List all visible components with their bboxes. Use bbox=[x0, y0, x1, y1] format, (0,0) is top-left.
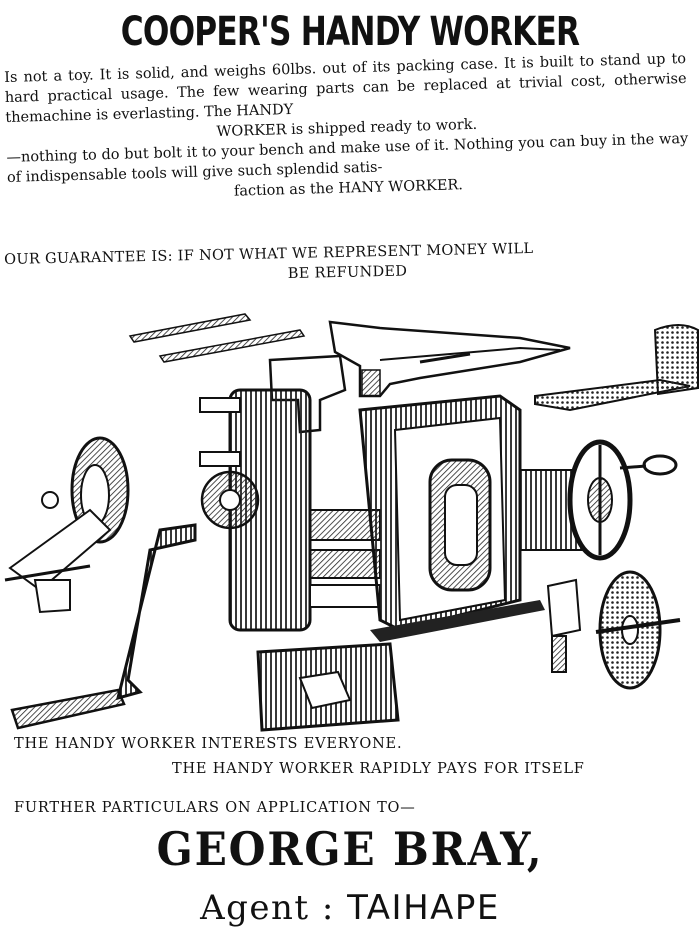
headline: COOPER'S HANDY WORKER bbox=[120, 9, 580, 55]
grinding-attachment bbox=[4, 436, 130, 614]
description-text: Is not a toy. It is solid, and weighs 60… bbox=[4, 49, 690, 208]
drill-bits bbox=[128, 313, 306, 363]
tagline-pays: THE HANDY WORKER RAPIDLY PAYS FOR ITSELF bbox=[172, 761, 585, 777]
handwheel bbox=[519, 439, 678, 561]
table-bracket bbox=[534, 324, 699, 412]
shafts bbox=[309, 509, 381, 608]
particulars-text: FURTHER PARTICULARS ON APPLICATION TO— bbox=[14, 800, 416, 816]
machine-illustration bbox=[4, 313, 699, 732]
clamp-box bbox=[256, 642, 400, 732]
grinding-wheel bbox=[595, 570, 681, 690]
anvil bbox=[328, 320, 571, 398]
agent-line: Agent : TAIHAPE bbox=[0, 888, 700, 928]
agent-name: GEORGE BRAY, bbox=[156, 822, 544, 876]
agent-label: Agent : bbox=[200, 888, 335, 928]
tool-rest bbox=[546, 578, 582, 673]
gear-housing bbox=[199, 354, 347, 632]
tagline-interests: THE HANDY WORKER INTERESTS EVERYONE. bbox=[14, 736, 403, 752]
main-frame bbox=[358, 394, 545, 642]
agent-town: TAIHAPE bbox=[347, 888, 500, 928]
crank-handle bbox=[10, 523, 197, 730]
guarantee-text: OUR GUARANTEE IS: IF NOT WHAT WE REPRESE… bbox=[4, 236, 691, 290]
